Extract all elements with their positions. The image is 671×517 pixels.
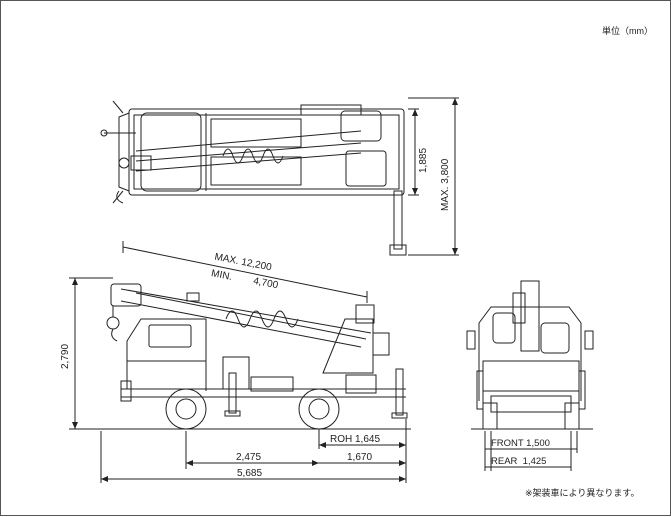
dimension-arrows bbox=[72, 98, 458, 482]
side-view bbox=[69, 241, 411, 483]
dim-top-max-width: MAX. 3,800 bbox=[440, 158, 451, 211]
top-view bbox=[100, 97, 459, 256]
footer-note: ※架装車により異なります。 bbox=[525, 488, 640, 498]
dim-wheelbase: 2,475 bbox=[236, 452, 262, 463]
dim-top-width: 1,885 bbox=[418, 147, 429, 173]
dim-rear-to-end: 1,670 bbox=[347, 452, 373, 463]
rear-view bbox=[466, 280, 594, 471]
dim-front-track: FRONT 1,500 bbox=[491, 438, 550, 449]
dim-overall-length: 5,685 bbox=[237, 468, 263, 479]
dim-rear-overhang: ROH 1,645 bbox=[330, 434, 381, 445]
dim-overall-height: 2,790 bbox=[60, 343, 71, 369]
unit-label: 単位（mm） bbox=[602, 26, 653, 36]
dim-rear-track: REAR 1,425 bbox=[491, 456, 547, 467]
